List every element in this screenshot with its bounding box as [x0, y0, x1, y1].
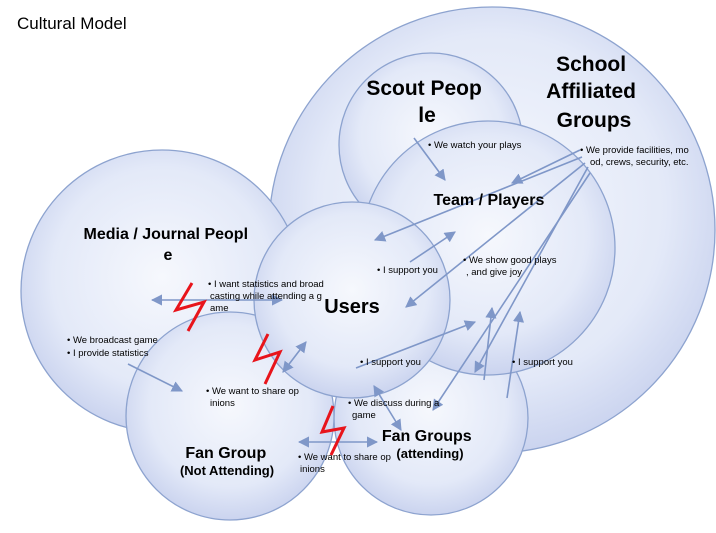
arrow-fan-users: [282, 341, 307, 373]
note-support-team: • I support you: [377, 265, 438, 276]
school-groups-label-line2: Affiliated: [546, 80, 636, 103]
arrow-school-to-users-2: [405, 162, 586, 308]
arrow-school-to-users-1: [373, 156, 583, 242]
note-discuss-game: • We discuss during a game: [348, 398, 442, 421]
diagram-title: Cultural Model: [17, 14, 127, 33]
arrow-school-to-fans-1: [474, 166, 589, 373]
arrow-fan-to-team: [355, 320, 477, 369]
note-share-opinions-2: • We want to share op inions: [298, 452, 394, 475]
fan-not-attending-line2: (Not Attending): [180, 463, 274, 478]
arrow-users-to-team: [409, 231, 456, 263]
conflict-bolt-media-users: [172, 282, 208, 332]
note-support-users: • I support you: [360, 357, 421, 368]
arrow-fans-to-team-1: [483, 306, 497, 381]
arrow-school-to-fans-2: [432, 172, 591, 411]
school-groups-label-line1: School: [556, 53, 626, 76]
note-share-opinions-1: • We want to share op inions: [206, 386, 302, 409]
note-support-school: • I support you: [512, 357, 573, 368]
school-groups-label: School Affiliated Groups: [546, 53, 642, 132]
fan-attending-line1: Fan Groups: [382, 428, 472, 445]
conflict-bolt-fan-fans: [319, 405, 347, 456]
media-label-line2: e: [164, 247, 173, 264]
scout-label-line2: le: [418, 104, 436, 127]
users-label: Users: [324, 296, 380, 318]
arrows: [127, 137, 591, 448]
scout-label: Scout Peop le: [366, 77, 487, 127]
media-label-line1: Media / Journal Peopl: [84, 226, 248, 243]
conflict-bolt-users-fan: [252, 333, 283, 385]
note-broadcast: • We broadcast game • I provide statisti…: [67, 335, 160, 359]
arrow-users-fans-attending: [373, 385, 402, 431]
team-label: Team / Players: [434, 192, 545, 209]
fan-not-attending-line1: Fan Group: [185, 445, 266, 462]
school-groups-label-line3: Groups: [557, 109, 632, 132]
note-want-statistics: • I want statistics and broad casting wh…: [208, 279, 326, 314]
arrow-scout-to-team: [413, 137, 446, 181]
note-watch-plays: • We watch your plays: [428, 140, 522, 151]
arrow-media-to-fan: [127, 363, 184, 392]
fan-attending-line2: (attending): [396, 446, 463, 461]
fan-attending-label: Fan Groups (attending): [382, 428, 476, 461]
arrow-school-to-team: [510, 149, 581, 184]
media-label: Media / Journal Peopl e: [84, 226, 253, 264]
arrow-fans-to-team-2: [506, 310, 525, 399]
note-provide-facilities: • We provide facilities, mo od, crews, s…: [580, 145, 691, 168]
fan-not-attending-label: Fan Group (Not Attending): [180, 445, 274, 478]
note-show-good-plays: • We show good plays , and give joy: [463, 255, 559, 278]
scout-label-line1: Scout Peop: [366, 77, 482, 100]
